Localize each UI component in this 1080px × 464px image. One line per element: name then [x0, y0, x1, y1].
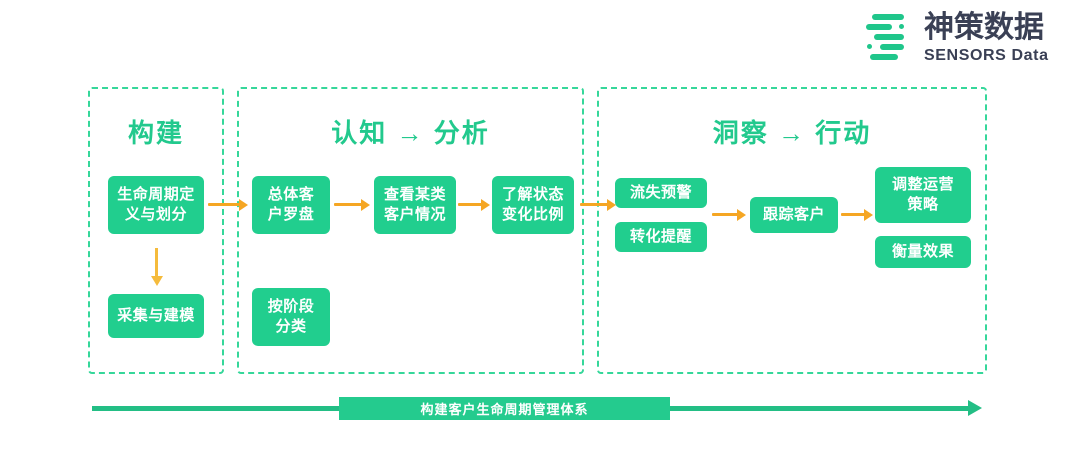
panel-title-build: 构建	[127, 118, 184, 148]
panel-title-cognition-analysis: 认知 → 分析	[331, 118, 490, 148]
node-track-customer[interactable]: 跟踪客户	[750, 197, 838, 233]
node-view-customer-category[interactable]: 查看某类 客户情况	[374, 176, 456, 234]
sensors-data-logo-icon	[862, 14, 918, 66]
brand-name-cn: 神策数据	[924, 11, 1044, 44]
arrow-right-icon-footer	[968, 400, 982, 416]
brand-logo: 神策数据 SENSORS Data	[862, 12, 1072, 70]
arrow-right-icon-category-to-ratio	[458, 199, 492, 211]
brand-name-en: SENSORS Data	[924, 47, 1049, 64]
arrow-right-icon-build-to-cognition	[208, 199, 250, 211]
node-churn-alert[interactable]: 流失预警	[615, 178, 707, 208]
arrow-right-icon-compass-to-category	[334, 199, 372, 211]
arrow-down-icon	[150, 248, 164, 288]
node-measure-effect[interactable]: 衡量效果	[875, 236, 971, 268]
footer-timeline-arrow: 构建客户生命周期管理体系	[92, 397, 988, 421]
node-classify-by-stage[interactable]: 按阶段 分类	[252, 288, 330, 346]
arrow-right-icon-analysis-to-insight	[580, 199, 618, 211]
arrow-right-icon-track-to-strategy	[841, 209, 875, 221]
node-state-change-ratio[interactable]: 了解状态 变化比例	[492, 176, 574, 234]
footer-label: 构建客户生命周期管理体系	[339, 397, 670, 420]
node-overall-customer-compass[interactable]: 总体客 户罗盘	[252, 176, 330, 234]
arrow-right-icon-alert-to-track	[712, 209, 748, 221]
node-collect-and-model[interactable]: 采集与建模	[108, 294, 204, 338]
node-lifecycle-definition[interactable]: 生命周期定 义与划分	[108, 176, 204, 234]
node-adjust-operation-strategy[interactable]: 调整运营 策略	[875, 167, 971, 223]
panel-title-insight-action: 洞察 → 行动	[712, 118, 872, 148]
node-conversion-reminder[interactable]: 转化提醒	[615, 222, 707, 252]
